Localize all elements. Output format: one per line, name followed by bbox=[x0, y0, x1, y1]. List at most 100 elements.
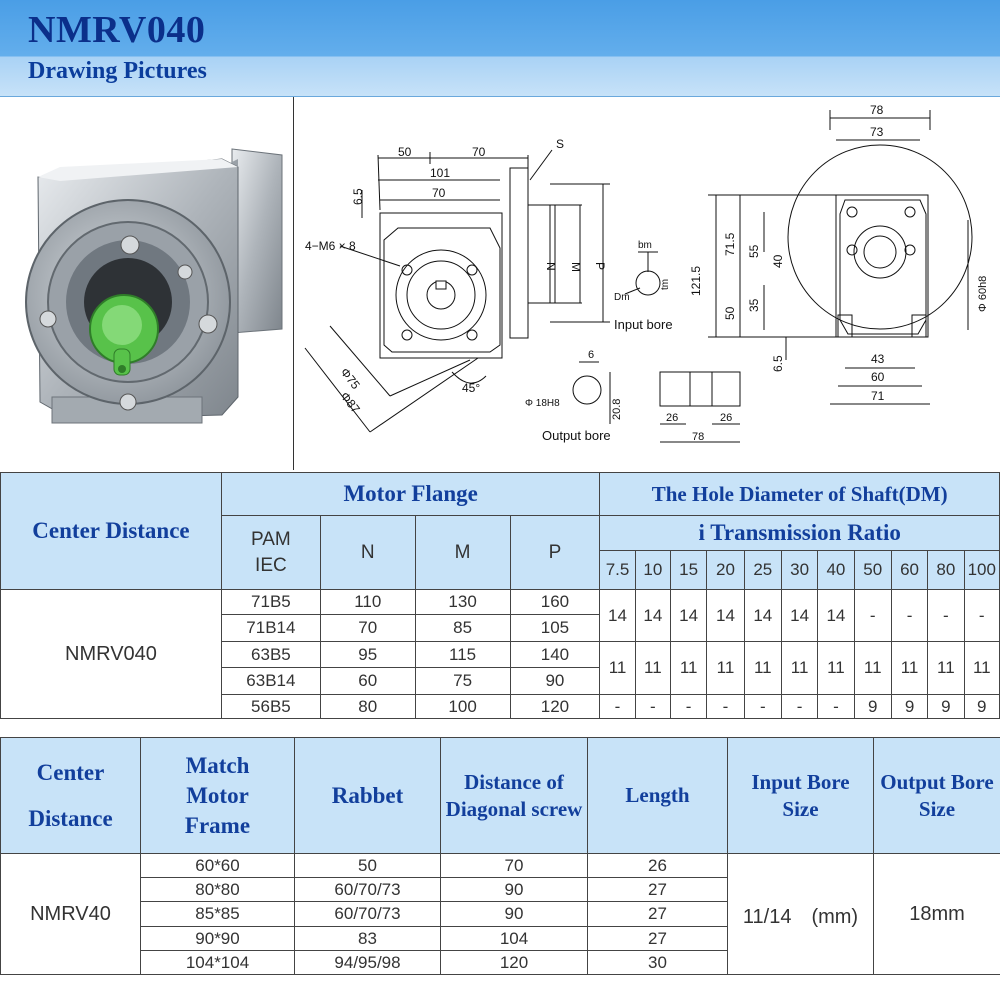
rabbet-cell: 60/70/73 bbox=[294, 877, 441, 902]
shaft-cell: 11 bbox=[780, 641, 819, 695]
shaft-cell: 14 bbox=[706, 589, 745, 642]
length-cell: 26 bbox=[587, 853, 728, 878]
rabbet-cell: 94/95/98 bbox=[294, 950, 441, 975]
diag-cell: 90 bbox=[440, 877, 588, 902]
dim-6-5-side: 6.5 bbox=[771, 355, 785, 372]
diagonal-screw-header: Distance of Diagonal screw bbox=[440, 737, 588, 854]
frame-cell: 80*80 bbox=[140, 877, 295, 902]
frame-cell: 90*90 bbox=[140, 926, 295, 951]
shaft-cell: 11 bbox=[853, 641, 892, 695]
shaft-cell: - bbox=[853, 589, 892, 642]
p-cell: 105 bbox=[509, 614, 601, 642]
hole-diameter-header: The Hole Diameter of Shaft(DM) bbox=[599, 472, 1000, 516]
shaft-cell: - bbox=[780, 694, 819, 719]
motor-frame-table: Center Distance Match Motor Frame Rabbet… bbox=[0, 737, 1000, 975]
center-distance-header-2: Center Distance bbox=[0, 737, 141, 854]
pam-cell: 63B5 bbox=[220, 641, 321, 668]
col-p-header: P bbox=[509, 515, 601, 590]
pam-cell: 56B5 bbox=[220, 694, 321, 719]
dim-71: 71 bbox=[871, 389, 885, 403]
ratio-header: 60 bbox=[890, 550, 929, 590]
m-cell: 75 bbox=[414, 667, 511, 695]
m-cell: 115 bbox=[414, 641, 511, 668]
dim-20-8: 20.8 bbox=[611, 399, 623, 420]
input-bore-size: 11/14 (mm) bbox=[727, 853, 874, 975]
dim-p: P bbox=[593, 262, 607, 270]
page-header: NMRV040 Drawing Pictures bbox=[0, 0, 1000, 97]
shaft-cell: 9 bbox=[853, 694, 892, 719]
output-bore-header: Output Bore Size bbox=[873, 737, 1000, 854]
diag-cell: 120 bbox=[440, 950, 588, 975]
p-cell: 90 bbox=[509, 667, 601, 695]
shaft-cell: 11 bbox=[599, 641, 636, 695]
length-cell: 27 bbox=[587, 926, 728, 951]
shaft-cell: - bbox=[599, 694, 636, 719]
technical-drawing: 50 70 101 70 6.5 S 4−M6 × 8 N M P Φ75 Φ8… bbox=[304, 103, 989, 443]
shaft-cell: 9 bbox=[890, 694, 929, 719]
dim-phi87: Φ87 bbox=[338, 389, 363, 416]
rabbet-cell: 50 bbox=[294, 853, 441, 878]
dim-phi18: Φ 18H8 bbox=[525, 398, 560, 409]
shaft-cell: 14 bbox=[634, 589, 671, 642]
dim-n: N bbox=[544, 262, 558, 271]
dim-101: 101 bbox=[430, 166, 450, 180]
m-cell: 130 bbox=[414, 589, 511, 615]
length-cell: 30 bbox=[587, 950, 728, 975]
output-size-label: Size bbox=[918, 796, 956, 821]
page-title: NMRV040 bbox=[28, 9, 206, 51]
gearbox-photo bbox=[0, 97, 293, 470]
output-bore-label: Output bore bbox=[542, 428, 611, 443]
dim-60: 60 bbox=[871, 370, 885, 384]
n-cell: 95 bbox=[319, 641, 416, 668]
ratio-header: 80 bbox=[927, 550, 965, 590]
length-cell: 27 bbox=[587, 877, 728, 902]
m-cell: 100 bbox=[414, 694, 511, 719]
dim-phi75: Φ75 bbox=[338, 365, 363, 392]
motor-flange-table: Center Distance Motor Flange The Hole Di… bbox=[0, 472, 1000, 719]
length-header: Length bbox=[587, 737, 728, 854]
shaft-cell: 14 bbox=[817, 589, 855, 642]
length-cell: 27 bbox=[587, 901, 728, 927]
dim-78: 78 bbox=[870, 103, 884, 117]
dim-26-left: 26 bbox=[666, 412, 678, 424]
dim-bm: bm bbox=[638, 240, 652, 251]
shaft-cell: - bbox=[890, 589, 929, 642]
output-bore-label: Output Bore bbox=[880, 769, 994, 794]
pam-cell: 71B14 bbox=[220, 614, 321, 642]
match-label: Match bbox=[185, 752, 250, 778]
frame-cell: 104*104 bbox=[140, 950, 295, 975]
frame-cell: 60*60 bbox=[140, 853, 295, 878]
shaft-cell: 11 bbox=[817, 641, 855, 695]
diag-cell: 104 bbox=[440, 926, 588, 951]
ratio-header: 15 bbox=[669, 550, 708, 590]
pam-cell: 63B14 bbox=[220, 667, 321, 695]
dim-s: S bbox=[556, 137, 564, 151]
ratio-header: 100 bbox=[963, 550, 1000, 590]
ratio-header: 10 bbox=[634, 550, 671, 590]
input-bore-header: Input Bore Size bbox=[727, 737, 874, 854]
shaft-cell: 14 bbox=[780, 589, 819, 642]
ratio-header: 7.5 bbox=[599, 550, 636, 590]
shaft-cell: 11 bbox=[634, 641, 671, 695]
ratio-header: 40 bbox=[817, 550, 855, 590]
match-motor-frame-header: Match Motor Frame bbox=[140, 737, 295, 854]
shaft-cell: 14 bbox=[669, 589, 708, 642]
page-subtitle: Drawing Pictures bbox=[28, 58, 207, 84]
dim-55: 55 bbox=[747, 244, 761, 258]
n-cell: 60 bbox=[319, 667, 416, 695]
distance-of-label: Distance of bbox=[464, 769, 564, 794]
output-bore-size: 18mm bbox=[873, 853, 1000, 975]
dim-50: 50 bbox=[398, 145, 412, 159]
model-nmrv040: NMRV040 bbox=[0, 589, 222, 719]
p-cell: 140 bbox=[509, 641, 601, 668]
dim-dm: Dm bbox=[614, 292, 630, 303]
shaft-cell: 11 bbox=[890, 641, 929, 695]
dim-phi60: Φ 60h8 bbox=[977, 276, 989, 312]
dim-71-5: 71.5 bbox=[723, 232, 737, 256]
distance-label: Distance bbox=[28, 805, 113, 831]
diagonal-screw-label: Diagonal screw bbox=[445, 796, 583, 821]
col-m-header: M bbox=[414, 515, 511, 590]
input-bore-label: Input Bore bbox=[751, 769, 850, 794]
dim-6-5-front: 6.5 bbox=[351, 188, 365, 205]
shaft-cell: - bbox=[817, 694, 855, 719]
